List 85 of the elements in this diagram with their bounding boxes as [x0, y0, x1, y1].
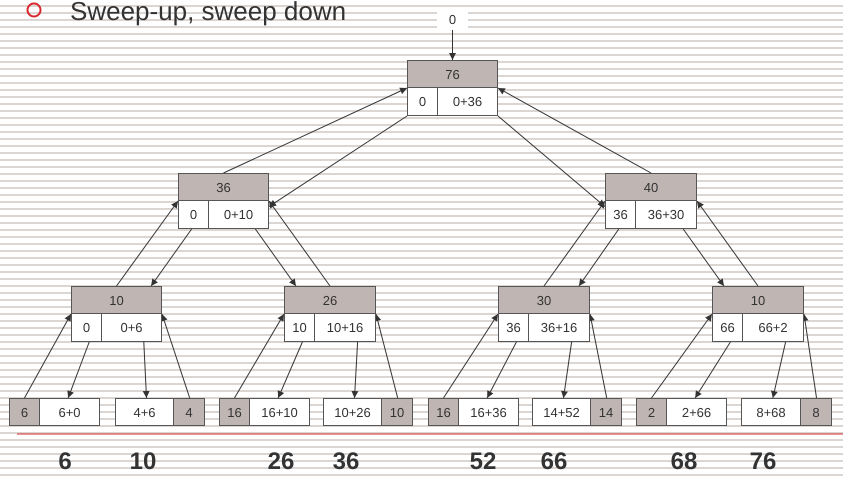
arrow: [486, 342, 517, 398]
arrow: [578, 228, 620, 286]
leaf-node: [323, 398, 413, 426]
prefix-sum-cell-text: 0+6: [119, 319, 144, 337]
tree-node: [71, 286, 162, 342]
prefix-sum-cell-text: 66+2: [757, 319, 789, 337]
arrow: [160, 314, 190, 398]
title: Sweep-up, sweep down: [70, 0, 346, 27]
result-number: 6: [58, 448, 72, 476]
input-value: 0: [448, 10, 458, 28]
prefix-cell: 0: [72, 314, 102, 341]
arrow: [24, 314, 72, 398]
sum-cell: 40: [606, 174, 696, 201]
prefix-cell: 0: [179, 201, 209, 228]
arrow: [498, 88, 652, 174]
prefix-sum-cell-text: 16+36: [469, 404, 508, 422]
prefix-sum-cell-text: 36+30: [646, 206, 686, 224]
arrow: [498, 116, 606, 208]
arrow: [449, 30, 456, 60]
arrow: [771, 342, 786, 398]
leaf-node: [9, 398, 100, 426]
tree-node: [284, 286, 376, 342]
sum-cell: 30: [499, 287, 589, 314]
leaf-node: [636, 398, 727, 426]
arrow: [67, 342, 90, 398]
value-cell: 16: [220, 399, 250, 425]
sum-cell: 36: [179, 174, 268, 201]
arrow: [561, 342, 572, 398]
result-number: 76: [750, 448, 776, 476]
arrow: [544, 200, 606, 286]
prefix-sum-cell-text: 6+0: [57, 404, 82, 422]
value-cell: 8: [801, 399, 831, 425]
result-number: 68: [670, 448, 698, 476]
arrow: [116, 200, 178, 286]
arrow: [278, 342, 303, 398]
result-number: 26: [268, 448, 294, 476]
sum-cell: 10: [713, 287, 803, 314]
arrow: [694, 342, 731, 398]
prefix-cell: 36: [606, 201, 636, 228]
tree-node: [605, 173, 697, 229]
arrow: [268, 116, 408, 208]
leaf-node: [115, 398, 205, 426]
value-cell: 10: [382, 399, 412, 425]
arrow: [254, 228, 296, 286]
arrow: [142, 342, 150, 398]
arrow: [234, 314, 284, 398]
arrow: [696, 200, 758, 286]
prefix-cell: 0: [408, 88, 438, 115]
arrow: [150, 228, 192, 286]
prefix-cell: 36: [499, 314, 529, 341]
arrow: [650, 314, 712, 398]
arrow: [442, 314, 498, 398]
sum-cell: 76: [408, 61, 497, 88]
prefix-cell: 66: [713, 314, 743, 341]
arrow: [374, 314, 398, 398]
tree-node: [407, 60, 498, 116]
prefix-sum-cell-text: 2+66: [680, 404, 712, 422]
value-cell: 16: [429, 399, 459, 425]
result-number: 66: [540, 448, 568, 476]
sum-cell: 26: [285, 287, 375, 314]
prefix-cell: 10: [285, 314, 315, 341]
arrow: [223, 88, 408, 174]
arrow: [268, 200, 330, 286]
result-number: 36: [332, 448, 360, 476]
arrow: [351, 342, 358, 398]
value-cell: 6: [10, 399, 40, 425]
prefix-sum-cell-text: 0+10: [222, 206, 254, 224]
value-cell: 14: [591, 399, 621, 425]
prefix-sum-cell-text: 10+16: [326, 319, 364, 337]
tree-node: [712, 286, 804, 342]
prefix-sum-cell-text: 0+36: [452, 93, 484, 111]
leaf-node: [428, 398, 519, 426]
prefix-sum-cell-text: 16+10: [260, 404, 299, 422]
result-number: 52: [470, 448, 496, 476]
value-cell: 2: [637, 399, 667, 425]
sum-cell: 10: [72, 287, 161, 314]
arrow: [682, 228, 724, 286]
prefix-sum-cell-text: 36+16: [540, 319, 578, 337]
result-number: 10: [130, 448, 156, 476]
leaf-node: [741, 398, 832, 426]
leaf-node: [532, 398, 622, 426]
tree-node: [178, 173, 269, 229]
tree-node: [498, 286, 590, 342]
leaf-node: [219, 398, 310, 426]
value-cell: 4: [174, 399, 204, 425]
